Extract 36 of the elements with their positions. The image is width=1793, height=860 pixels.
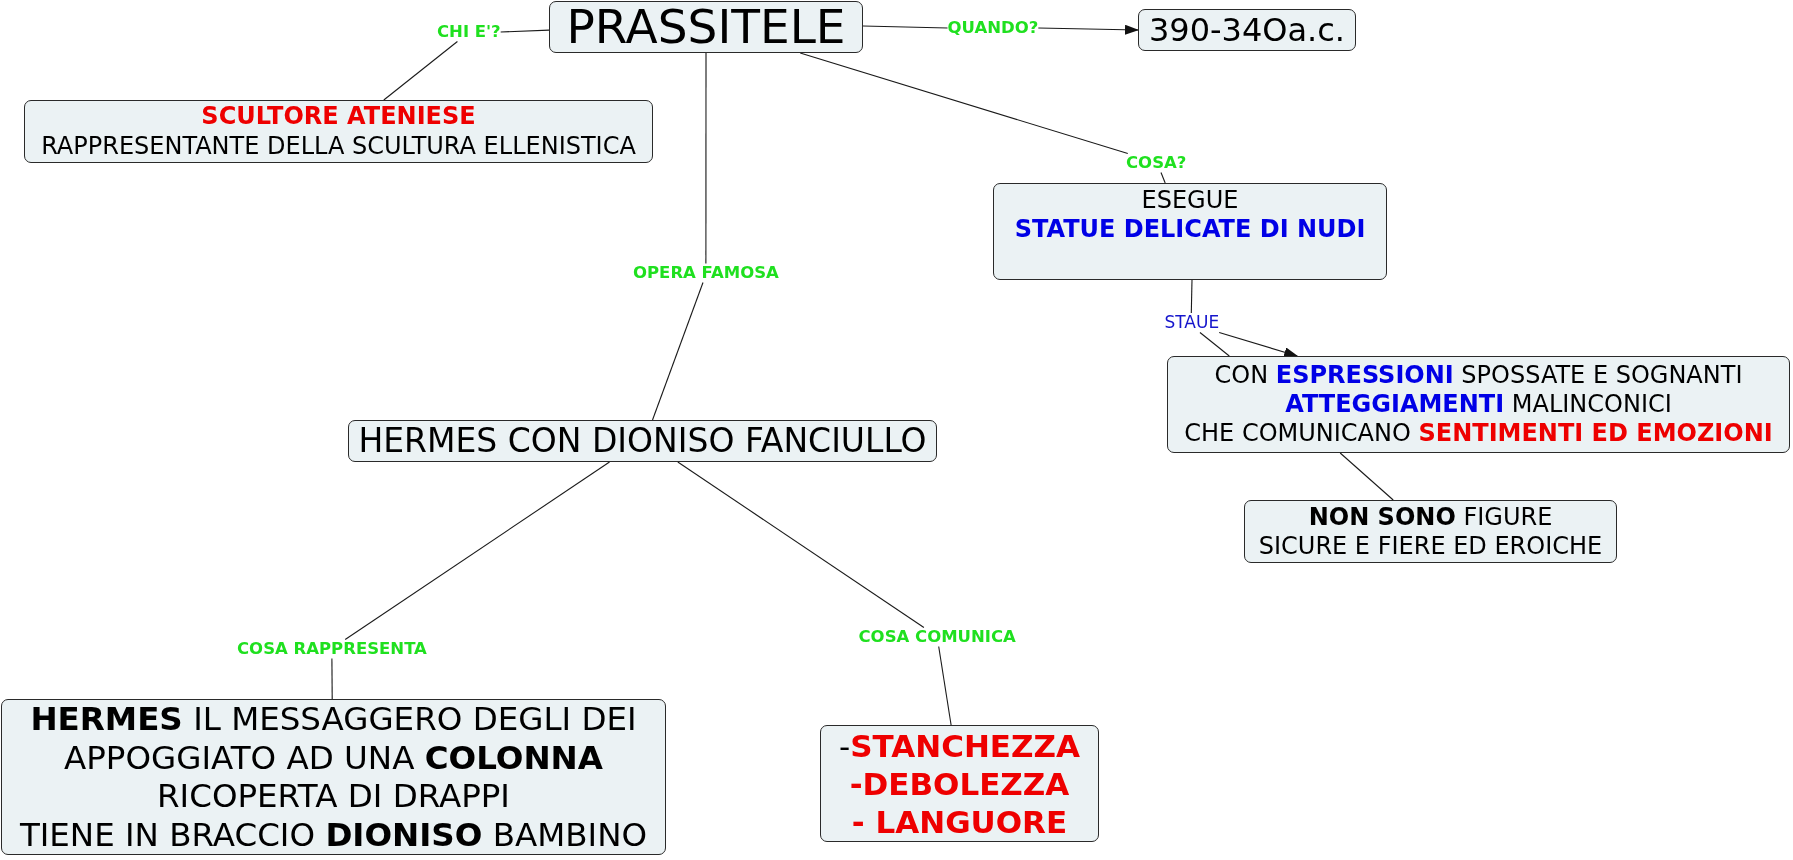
- linking-phrase: COSA COMUNICA: [858, 627, 1016, 647]
- concept-text: CON ESPRESSIONI SPOSSATE E SOGNANTI ATTEGGIAMENTI MALINCONICI CHE COMUNICANO SENTIMENTI ED EMOZIONI: [1184, 361, 1773, 448]
- linking-phrase: QUANDO?: [947, 18, 1039, 38]
- connector-line: [1190, 279, 1193, 314]
- connector-line: [331, 657, 333, 700]
- connector-line: [938, 645, 952, 726]
- connector-line: [1339, 452, 1394, 501]
- connector-line: [651, 281, 704, 421]
- concept-text: PRASSITELE: [566, 2, 846, 52]
- connector-line: [1199, 331, 1230, 357]
- connector-line: [1160, 171, 1166, 184]
- connector-line: [500, 29, 550, 33]
- linking-phrase: STAUE: [1164, 313, 1220, 333]
- concept-text: ESEGUE STATUE DELICATE DI NUDI: [1014, 186, 1366, 244]
- connector-line: [862, 25, 949, 29]
- concept-box: [1138, 9, 1356, 51]
- connector-line: [799, 52, 1129, 155]
- concept-box: [993, 183, 1387, 280]
- concept-box: [1167, 356, 1790, 453]
- linking-phrase: OPERA FAMOSA: [633, 263, 779, 283]
- concept-text: SCULTORE ATENIESE RAPPRESENTANTE DELLA SCULTURA ELLENISTICA: [41, 102, 636, 161]
- concept-text: HERMES CON DIONISO FANCIULLO: [358, 422, 927, 460]
- concept-text: HERMES IL MESSAGGERO DEGLI DEI APPOGGIATO AD UNA COLONNA RICOPERTA DI DRAPPI TIENE IN BRACCIO DIONISO BAMBINO: [19, 700, 648, 854]
- linking-phrase: CHI E'?: [437, 22, 501, 42]
- arrow: [1037, 24, 1139, 35]
- linking-phrase: COSA RAPPRESENTA: [237, 639, 427, 659]
- concept-text: -STANCHEZZA -DEBOLEZZA - LANGUORE: [839, 726, 1080, 841]
- connector-line: [677, 461, 925, 629]
- linking-phrase: COSA?: [1126, 153, 1187, 173]
- concept-box: [820, 725, 1099, 842]
- connector-line: [383, 40, 458, 101]
- concept-text: NON SONO FIGURE SICURE E FIERE ED EROICHE: [1258, 502, 1603, 561]
- connector-line: [344, 461, 611, 641]
- connector-line: [705, 52, 707, 265]
- concept-text: 390-34Oa.c.: [1148, 11, 1346, 49]
- arrow: [1218, 331, 1299, 358]
